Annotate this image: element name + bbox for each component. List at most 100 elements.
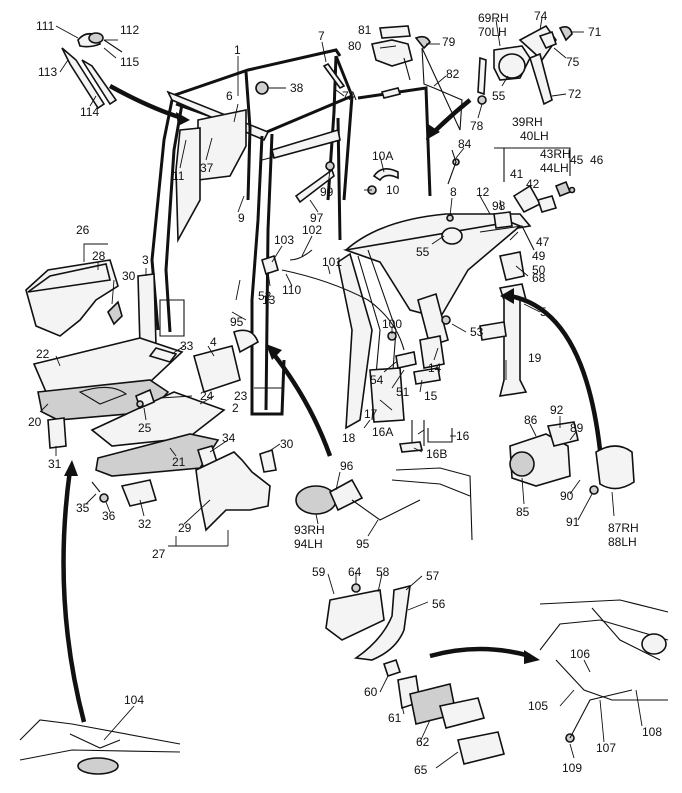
callout-95b: 95 bbox=[356, 537, 370, 551]
callout-90: 90 bbox=[560, 489, 574, 503]
callout-7: 7 bbox=[318, 29, 325, 43]
wiring-harness bbox=[261, 249, 405, 351]
mirror-arm-group bbox=[477, 24, 573, 106]
callout-16a: 16A bbox=[372, 425, 393, 439]
callout-30b: 30 bbox=[280, 437, 294, 451]
callout-38: 38 bbox=[290, 81, 304, 95]
callout-17: 17 bbox=[364, 407, 378, 421]
callout-31: 31 bbox=[48, 457, 62, 471]
callout-84: 84 bbox=[458, 137, 472, 151]
work-light-group bbox=[509, 421, 635, 495]
callout-72: 72 bbox=[568, 87, 582, 101]
brackets bbox=[369, 283, 528, 453]
callout-92: 92 bbox=[550, 403, 564, 417]
callout-74: 74 bbox=[534, 9, 548, 23]
side-mirror-assembly bbox=[295, 467, 473, 541]
callout-60: 60 bbox=[364, 685, 378, 699]
callout-5: 5 bbox=[540, 305, 547, 319]
callout-88: 88LH bbox=[608, 535, 637, 549]
callout-51: 51 bbox=[396, 385, 410, 399]
callout-18: 18 bbox=[342, 431, 356, 445]
callout-40: 40LH bbox=[520, 129, 549, 143]
callout-42: 42 bbox=[526, 177, 540, 191]
callout-29: 29 bbox=[178, 521, 192, 535]
callout-59: 59 bbox=[312, 565, 326, 579]
callout-28: 28 bbox=[92, 249, 106, 263]
callout-24: 24 bbox=[200, 389, 214, 403]
arrow-inset-to-platform bbox=[61, 469, 87, 723]
callout-56: 56 bbox=[432, 597, 446, 611]
callout-2: 2 bbox=[232, 401, 239, 415]
callout-22: 22 bbox=[36, 347, 50, 361]
callout-80: 80 bbox=[348, 39, 362, 53]
floor-parts bbox=[25, 259, 277, 532]
callout-70: 70LH bbox=[478, 25, 507, 39]
callout-16b: 16B bbox=[426, 447, 447, 461]
callout-32: 32 bbox=[138, 517, 152, 531]
callout-79: 79 bbox=[442, 35, 456, 49]
callout-109: 109 bbox=[562, 761, 582, 775]
callout-55a: 55 bbox=[492, 89, 506, 103]
callout-100: 100 bbox=[382, 317, 402, 331]
callout-13: 13 bbox=[262, 293, 276, 307]
arrowhead bbox=[64, 460, 78, 476]
callout-6: 6 bbox=[226, 89, 233, 103]
callout-34: 34 bbox=[222, 431, 236, 445]
callout-82: 82 bbox=[446, 67, 460, 81]
inset-dash-view bbox=[539, 599, 669, 743]
callout-41: 41 bbox=[510, 167, 524, 181]
callout-58: 58 bbox=[376, 565, 390, 579]
callout-89: 89 bbox=[570, 421, 584, 435]
callout-45: 45 bbox=[570, 153, 584, 167]
callout-106: 106 bbox=[570, 647, 590, 661]
callout-8: 8 bbox=[450, 185, 457, 199]
callout-65: 65 bbox=[414, 763, 428, 777]
callout-53: 53 bbox=[470, 325, 484, 339]
callout-50: 50 bbox=[532, 263, 546, 277]
callout-61: 61 bbox=[388, 711, 402, 725]
callout-39: 39RH bbox=[512, 115, 543, 129]
callout-25: 25 bbox=[138, 421, 152, 435]
callout-71: 71 bbox=[588, 25, 602, 39]
callout-14: 14 bbox=[428, 361, 442, 375]
callout-75: 75 bbox=[566, 55, 580, 69]
arrowhead bbox=[524, 650, 540, 664]
arrow-light-to-fender bbox=[509, 293, 603, 451]
callout-33: 33 bbox=[180, 339, 194, 353]
callout-23: 23 bbox=[234, 389, 248, 403]
arrowhead bbox=[176, 112, 190, 126]
callout-36: 36 bbox=[102, 509, 116, 523]
callout-91: 91 bbox=[566, 515, 580, 529]
callout-94: 94LH bbox=[294, 537, 323, 551]
callout-57: 57 bbox=[426, 569, 440, 583]
callout-9: 9 bbox=[238, 211, 245, 225]
callout-101: 101 bbox=[322, 255, 342, 269]
callout-19: 19 bbox=[528, 351, 542, 365]
callout-95a: 95 bbox=[230, 315, 244, 329]
callout-99: 99 bbox=[320, 185, 334, 199]
arrow-mirror-to-pillar bbox=[270, 350, 333, 457]
roof-strip-parts bbox=[322, 25, 463, 131]
callout-16: 16 bbox=[456, 429, 470, 443]
callout-111: 111 bbox=[36, 19, 55, 33]
callout-3: 3 bbox=[142, 253, 149, 267]
light-bracket-group bbox=[61, 32, 123, 110]
callout-30a: 30 bbox=[122, 269, 136, 283]
callout-107: 107 bbox=[596, 741, 616, 755]
arrowhead bbox=[266, 344, 282, 360]
callout-115: 115 bbox=[120, 55, 139, 69]
callout-104: 104 bbox=[124, 693, 144, 707]
callout-86: 86 bbox=[524, 413, 538, 427]
callout-68: 68 bbox=[532, 271, 546, 285]
callout-69: 69RH bbox=[478, 11, 509, 25]
harness-and-connectors bbox=[325, 583, 505, 765]
callout-37: 37 bbox=[200, 161, 214, 175]
callout-97: 97 bbox=[310, 211, 324, 225]
callout-52: 52 bbox=[258, 289, 272, 303]
callout-35: 35 bbox=[76, 501, 90, 515]
callout-78: 78 bbox=[470, 119, 484, 133]
callout-47: 47 bbox=[536, 235, 550, 249]
callout-21: 21 bbox=[172, 455, 186, 469]
callout-12: 12 bbox=[476, 185, 490, 199]
